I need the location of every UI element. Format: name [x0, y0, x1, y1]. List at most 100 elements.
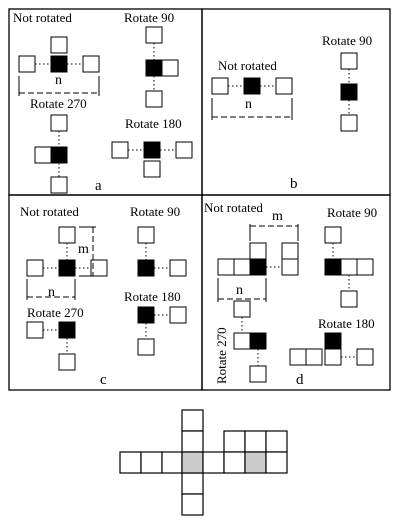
cell-filled: [243, 77, 261, 95]
panel-c-dim-m: m: [78, 242, 89, 257]
panel-c-label-rotate-90: Rotate 90: [130, 204, 180, 219]
cell: [58, 226, 76, 244]
panel-b-dim-n: n: [245, 97, 252, 112]
panel-a-unit-rotate-270: [34, 114, 68, 194]
cell: [26, 259, 44, 277]
panel-d-label-rotate-90: Rotate 90: [327, 205, 377, 220]
cell: [249, 365, 267, 383]
panel-c-label-rotate-270: Rotate 270: [27, 305, 84, 320]
panel-d-dim-m: m: [272, 209, 283, 224]
cell: [34, 146, 52, 164]
cell: [233, 300, 251, 318]
panel-b-letter: b: [290, 176, 298, 192]
panel-d-unit-rotate-270: [233, 300, 267, 383]
cell: [18, 55, 36, 73]
panel-d-label-rotate-270: Rotate 270: [214, 327, 229, 384]
cell: [50, 176, 68, 194]
panel-d-label-not-rotated: Not rotated: [204, 200, 263, 215]
panel-d-dim-n: n: [236, 283, 243, 298]
cell: [340, 258, 358, 276]
cell: [305, 348, 323, 366]
panel-a-unit-rotate-180: [111, 141, 193, 178]
grid-cell-highlighted: [244, 451, 267, 474]
cell-filled: [58, 259, 76, 277]
cell: [175, 141, 193, 159]
cell: [275, 77, 293, 95]
panel-c-label-rotate-180: Rotate 180: [124, 289, 181, 304]
cell: [82, 55, 100, 73]
cell: [233, 258, 251, 276]
panel-c-unit-not-rotated: [26, 226, 108, 300]
cell: [169, 259, 187, 277]
cell-filled: [137, 306, 155, 324]
cell: [161, 59, 179, 77]
cell: [289, 348, 307, 366]
grid-cell: [181, 493, 204, 516]
cell-filled: [249, 258, 267, 276]
grid-cell: [265, 451, 288, 474]
panel-d-label-rotate-180: Rotate 180: [318, 316, 375, 331]
cell: [50, 36, 68, 54]
cell: [143, 160, 161, 178]
panel-c: Not rotated Rotate 90 Rotate 270 Rotate …: [8, 194, 203, 391]
cell: [324, 348, 342, 366]
cell: [90, 259, 108, 277]
grid-cell: [181, 409, 204, 432]
panel-c-letter: c: [100, 372, 107, 388]
grid-cell: [181, 430, 204, 453]
panel-d-letter: d: [296, 372, 304, 388]
grid-cell: [223, 430, 246, 453]
cell: [145, 90, 163, 108]
panel-b-unit-rotate-90: [340, 52, 358, 132]
cell-filled: [58, 321, 76, 339]
panel-c-unit-rotate-90: [137, 226, 187, 277]
panel-b: Not rotated Rotate 90 n b: [201, 8, 391, 196]
cell: [26, 321, 44, 339]
grid-cell: [244, 430, 267, 453]
cell: [340, 52, 358, 70]
cell: [58, 353, 76, 371]
grid-cell-highlighted: [181, 451, 204, 474]
panel-c-unit-rotate-180: [137, 306, 187, 356]
panel-a: Not rotated Rotate 90 Rotate 270 Rotate …: [8, 8, 203, 196]
cell: [50, 114, 68, 132]
cell: [137, 226, 155, 244]
panel-a-label-rotate-180: Rotate 180: [125, 116, 182, 131]
cell-filled: [50, 146, 68, 164]
panel-a-unit-not-rotated: [18, 36, 100, 96]
cell: [111, 141, 129, 159]
grid-cell: [161, 451, 183, 474]
panel-d-unit-not-rotated: [217, 224, 299, 302]
panel-a-label-not-rotated: Not rotated: [13, 10, 72, 25]
cell: [233, 332, 251, 350]
cell-filled: [145, 59, 163, 77]
cell: [281, 242, 299, 260]
cell-filled: [324, 332, 342, 350]
grid-cell: [181, 472, 204, 495]
panel-a-label-rotate-270: Rotate 270: [30, 96, 87, 111]
cell: [249, 242, 267, 260]
panel-b-unit-not-rotated: [211, 77, 293, 120]
cell: [340, 290, 358, 308]
panel-d: Not rotated Rotate 90 Rotate 270 Rotate …: [201, 194, 391, 391]
cell: [145, 26, 163, 44]
cell-filled: [340, 83, 358, 101]
grid-cell: [265, 430, 288, 453]
cell-filled: [143, 141, 161, 159]
panel-a-label-rotate-90: Rotate 90: [124, 10, 174, 25]
panel-d-unit-rotate-90: [324, 226, 374, 308]
grid-cell: [223, 451, 246, 474]
cell-filled: [249, 332, 267, 350]
panel-b-label-not-rotated: Not rotated: [218, 58, 277, 73]
cell: [217, 258, 235, 276]
panel-c-unit-rotate-270: [26, 321, 76, 371]
grid-cell: [202, 451, 225, 474]
cell: [324, 226, 342, 244]
panel-b-label-rotate-90: Rotate 90: [322, 33, 372, 48]
panel-a-letter: a: [95, 178, 102, 194]
cell-filled: [324, 258, 342, 276]
panel-a-unit-rotate-90: [145, 26, 179, 108]
cell-filled: [137, 259, 155, 277]
cell: [211, 77, 229, 95]
